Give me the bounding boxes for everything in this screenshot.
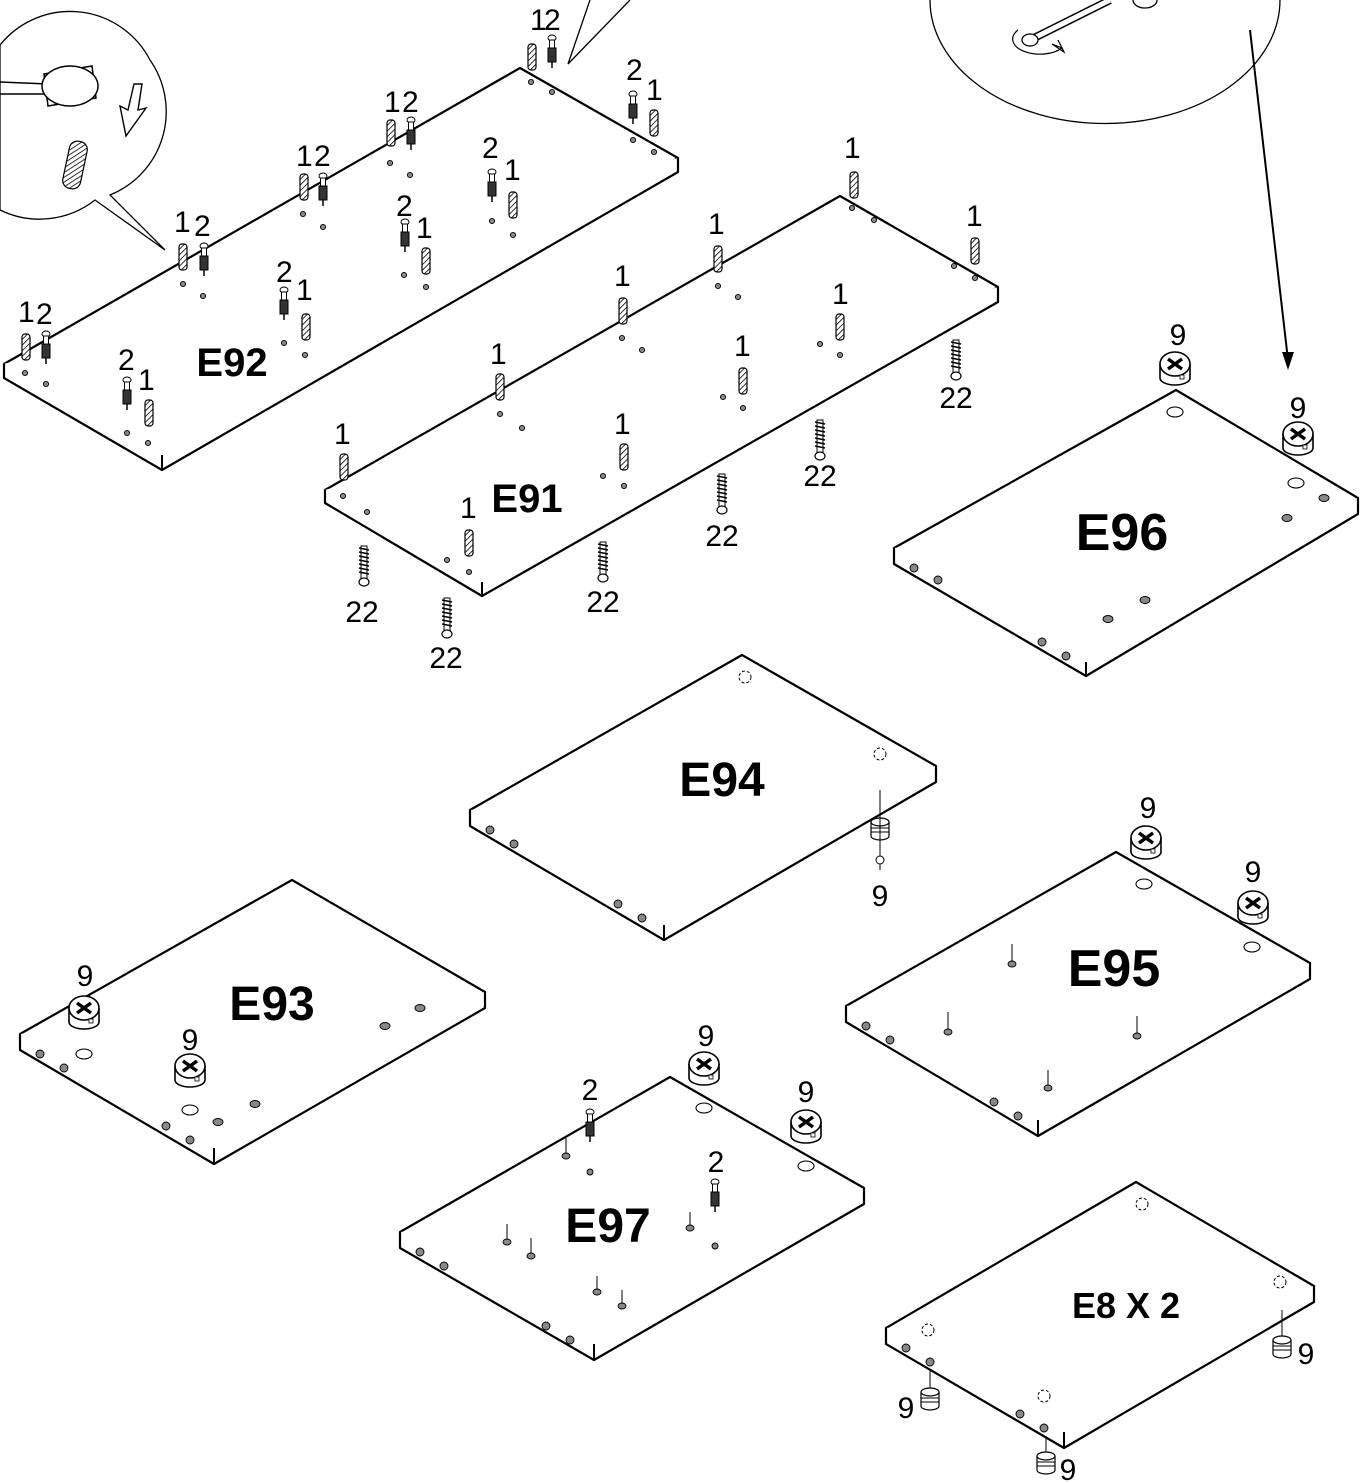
part-number: 9	[872, 880, 889, 913]
part-number: 22	[586, 586, 619, 619]
rotate-arrow-icon	[1012, 29, 1066, 55]
part-number: 2	[314, 140, 331, 173]
part-number: 22	[939, 382, 972, 415]
e91-hardware: 1 1 1 1 1 1 1 1 1 1 22 22 22 22 22 22	[334, 132, 983, 675]
part-number: 1	[460, 492, 477, 525]
panel-e92: E92	[2, 66, 680, 472]
part-number: 9	[1140, 792, 1157, 825]
part-number: 22	[803, 460, 836, 493]
part-number: 1	[844, 132, 861, 165]
part-number: 1	[138, 364, 155, 397]
panel-label: E96	[1076, 504, 1169, 562]
part-number: 2	[36, 298, 53, 331]
part-number: 22	[429, 642, 462, 675]
panel-label: E91	[491, 477, 562, 521]
part-number: 9	[1298, 1338, 1315, 1371]
part-number: 2	[708, 1146, 725, 1179]
part-number: 9	[1290, 392, 1307, 425]
part-number: 1	[646, 74, 663, 107]
panel-e97: E97 9 9 2 2	[398, 1020, 866, 1362]
part-number: 1	[734, 330, 751, 363]
hammer-callout	[0, 10, 167, 251]
panel-label: E97	[565, 1200, 650, 1253]
screwdriver-icon	[1021, 0, 1158, 47]
part-number: 22	[345, 596, 378, 629]
part-number: 9	[1245, 856, 1262, 889]
part-number: 2	[582, 1074, 599, 1107]
part-number: 1	[614, 260, 631, 293]
part-number: 1	[384, 86, 401, 119]
part-number: 2	[194, 210, 211, 243]
part-number: 1	[296, 140, 313, 173]
panel-e94: E94 9	[468, 653, 938, 942]
dowel-icon	[62, 140, 88, 190]
e92-hardware: 1 2 2 1 1 2 2 1 1 2 2 1 1 2 2	[18, 4, 663, 447]
part-number: 1	[174, 206, 191, 239]
part-number: 1	[966, 200, 983, 233]
part-number: 9	[77, 960, 94, 993]
part-number: 1	[334, 418, 351, 451]
panel-label: E93	[229, 978, 314, 1031]
panel-e95: E95 9 9	[844, 792, 1312, 1138]
screwdriver-callout	[567, 0, 1294, 370]
part-number: 1	[614, 408, 631, 441]
part-number: 2	[626, 54, 643, 87]
panel-e8: E8 X 2 9 9 9	[884, 1180, 1316, 1483]
part-number: 2	[276, 256, 293, 289]
part-number: 2	[118, 344, 135, 377]
hammer-icon	[0, 65, 99, 107]
panel-e96: E96 9 9	[892, 319, 1360, 678]
part-number: 1	[296, 274, 313, 307]
part-number: 9	[182, 1024, 199, 1057]
panel-label: E92	[196, 341, 267, 385]
part-number: 9	[798, 1076, 815, 1109]
part-number: 2	[402, 86, 419, 119]
part-number: 1	[504, 154, 521, 187]
part-number: 1	[708, 208, 725, 241]
panel-label: E94	[679, 754, 765, 807]
part-number: 1	[832, 278, 849, 311]
panel-label: E8 X 2	[1072, 1285, 1180, 1326]
panel-e93: E93 9 9	[18, 878, 487, 1166]
part-number: 1	[18, 296, 35, 329]
part-number: 2	[396, 190, 413, 223]
part-number: 9	[1170, 319, 1187, 352]
part-number: 1	[490, 338, 507, 371]
part-number: 22	[705, 520, 738, 553]
part-number: 1	[530, 4, 547, 37]
part-number: 9	[898, 1392, 915, 1425]
panel-e91: E91	[323, 194, 1000, 598]
part-number: 1	[416, 212, 433, 245]
part-number: 9	[1060, 1454, 1077, 1483]
panel-label: E95	[1068, 940, 1161, 998]
down-arrow-icon	[119, 83, 148, 138]
part-number: 2	[482, 132, 499, 165]
part-number: 9	[698, 1020, 715, 1053]
part-number: 2	[544, 4, 561, 37]
